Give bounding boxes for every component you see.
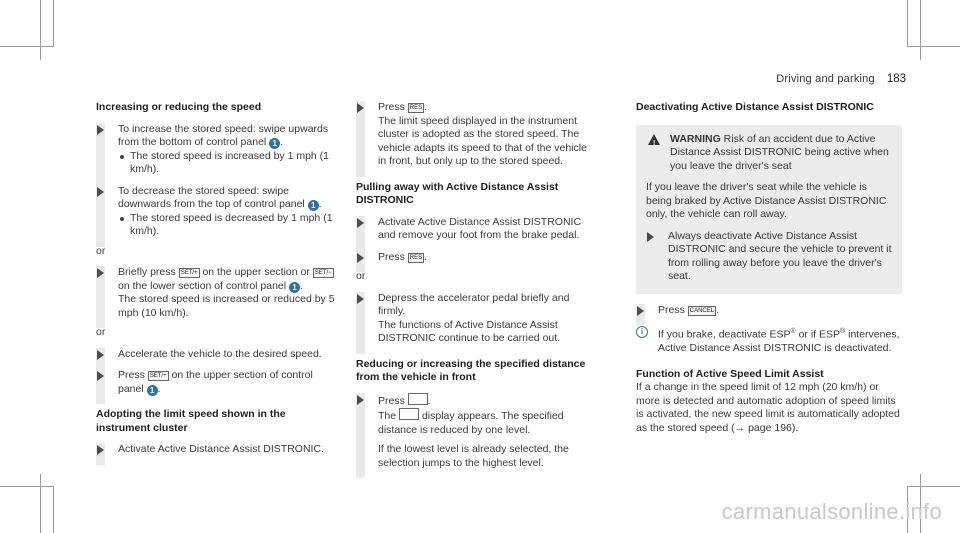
step-arrow-icon bbox=[97, 445, 104, 455]
warning-text: Risk of an accident due to Active Distan… bbox=[670, 132, 889, 172]
warning-paragraph: If you leave the driver's seat while the… bbox=[646, 181, 887, 220]
step-arrow-icon bbox=[357, 217, 364, 228]
warning-box: ! WARNING Risk of an accident due to Act… bbox=[636, 124, 902, 294]
step-swipe-up: To increase the stored speed: swipe upwa… bbox=[96, 122, 336, 185]
crop-mark bbox=[907, 46, 960, 47]
warning-step: Always deactivate Active Distance Assist… bbox=[646, 230, 892, 284]
control-panel-callout-icon: 1 bbox=[289, 281, 301, 293]
step-arrow-icon bbox=[357, 293, 364, 304]
heading-speed-limit-assist: Function of Active Speed Limit Assist bbox=[636, 367, 824, 380]
page-number: 183 bbox=[886, 73, 906, 85]
speed-limit-paragraph: If a change in the speed limit of 12 mph… bbox=[636, 381, 900, 434]
section-title: Driving and parking bbox=[776, 73, 875, 85]
cancel-key-icon: CANCEL bbox=[687, 305, 717, 316]
warning-triangle-icon: ! bbox=[648, 133, 660, 147]
res-key-icon: RES bbox=[407, 252, 425, 263]
step-accelerate: Accelerate the vehicle to the desired sp… bbox=[96, 347, 336, 369]
bullet-item: The stored speed is decreased by 1 mph (… bbox=[118, 212, 336, 239]
step-briefly-press: Briefly press SET/+ on the upper section… bbox=[96, 266, 336, 328]
step-press-res: Press RES. The limit speed displayed in … bbox=[356, 101, 596, 177]
or-text: or bbox=[96, 326, 106, 338]
set-minus-key-icon: SET/− bbox=[312, 268, 334, 278]
heading-deactivating-distronic: Deactivating Active Distance Assist DIST… bbox=[636, 101, 874, 113]
heading-specified-distance: Reducing or increasing the specified dis… bbox=[356, 357, 586, 384]
or-text: or bbox=[96, 244, 106, 257]
step-arrow-icon bbox=[97, 124, 104, 135]
control-panel-callout-icon: 1 bbox=[269, 138, 281, 149]
step-arrow-icon bbox=[97, 371, 104, 381]
distance-key-icon bbox=[407, 392, 428, 405]
res-key-icon: RES bbox=[407, 103, 425, 113]
page-header: Driving and parking 183 bbox=[776, 73, 906, 85]
step-arrow-icon bbox=[97, 186, 104, 197]
step-depress-accelerator: Depress the accelerator pedal briefly an… bbox=[356, 291, 596, 354]
set-plus-key-icon: SET/+ bbox=[147, 371, 169, 381]
control-panel-callout-icon: 1 bbox=[146, 384, 158, 396]
crop-mark bbox=[0, 46, 53, 47]
step-activate-distronic: Activate Active Distance Assist DISTRONI… bbox=[96, 443, 336, 465]
step-arrow-icon bbox=[97, 268, 104, 278]
column-1: Increasing or reducing the speed To incr… bbox=[96, 101, 336, 465]
crop-mark bbox=[907, 0, 908, 47]
crop-mark bbox=[40, 0, 41, 60]
step-press-distance: Press . The display appears. The specifi… bbox=[356, 392, 596, 478]
watermark: carmanualsonline.info bbox=[721, 499, 942, 524]
step-activate-remove-foot: Activate Active Distance Assist DISTRONI… bbox=[356, 215, 596, 251]
column-2: Press RES. The limit speed displayed in … bbox=[356, 101, 596, 478]
crop-mark bbox=[0, 486, 53, 487]
crop-mark bbox=[907, 486, 908, 533]
heading-increase-reduce-speed: Increasing or reducing the speed bbox=[96, 101, 262, 113]
step-press-res-2: Press RES. bbox=[356, 250, 596, 272]
step-arrow-icon bbox=[647, 231, 654, 242]
warning-title: WARNING bbox=[670, 132, 721, 145]
step-arrow-icon bbox=[637, 305, 644, 316]
step-press-set: Press SET/+ on the upper section of cont… bbox=[96, 369, 336, 404]
crop-mark bbox=[53, 486, 54, 533]
crop-mark bbox=[53, 0, 54, 47]
info-note: i If you brake, deactivate ESP® or if ES… bbox=[636, 325, 902, 356]
heading-adopting-limit-speed: Adopting the limit speed shown in the in… bbox=[96, 408, 286, 434]
step-arrow-icon bbox=[97, 349, 104, 360]
crop-mark bbox=[920, 0, 921, 60]
bullet-item: The stored speed is increased by 1 mph (… bbox=[118, 150, 336, 177]
step-arrow-icon bbox=[357, 252, 364, 263]
info-icon: i bbox=[636, 326, 648, 338]
step-note: If the lowest level is already selected,… bbox=[378, 443, 569, 469]
step-arrow-icon bbox=[357, 103, 364, 113]
distance-display-icon bbox=[399, 408, 420, 420]
step-press-cancel: Press CANCEL. bbox=[636, 303, 902, 325]
crop-mark bbox=[40, 474, 41, 533]
set-plus-key-icon: SET/+ bbox=[178, 268, 200, 278]
page-reference-link[interactable]: → page 196 bbox=[734, 421, 792, 434]
control-panel-callout-icon: 1 bbox=[307, 200, 319, 211]
step-swipe-down: To decrease the stored speed: swipe down… bbox=[96, 184, 336, 247]
step-arrow-icon bbox=[357, 394, 364, 405]
or-text: or bbox=[356, 270, 366, 282]
crop-mark bbox=[920, 474, 921, 533]
heading-pulling-away: Pulling away with Active Distance Assist… bbox=[356, 180, 559, 207]
column-3: Deactivating Active Distance Assist DIST… bbox=[636, 101, 902, 435]
crop-mark bbox=[907, 486, 960, 487]
